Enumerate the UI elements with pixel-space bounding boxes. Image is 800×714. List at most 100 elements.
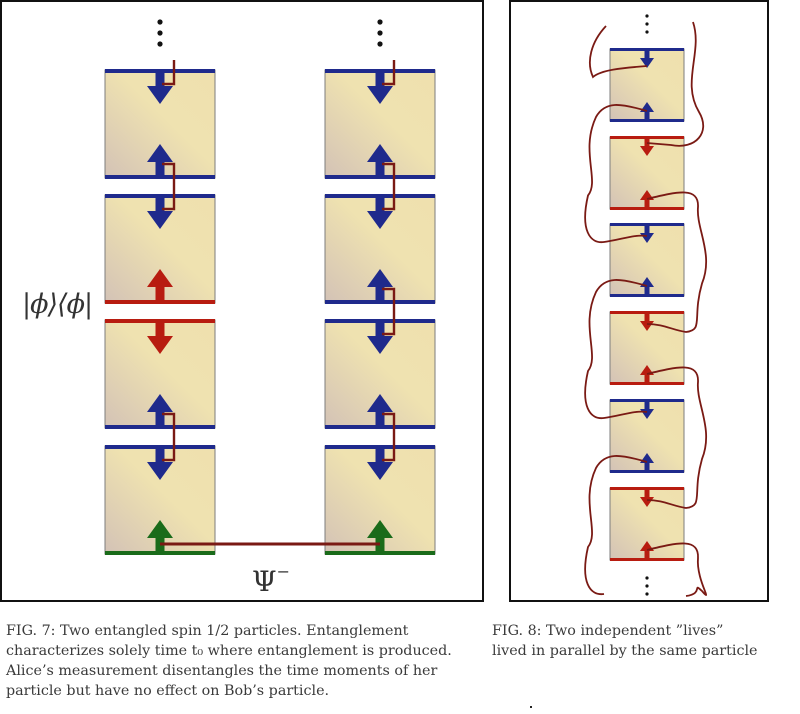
spin-up-arrow (367, 144, 393, 176)
arrow-head (640, 58, 654, 68)
caption-line: FIG. 7: Two entangled spin 1/2 particles… (6, 623, 409, 639)
arrow-stem (644, 463, 650, 471)
arrow-stem (644, 200, 650, 208)
psi-symbol: Ψ (252, 565, 277, 598)
ellipsis-dot (645, 576, 649, 580)
box-top-line (610, 223, 684, 226)
box-bottom-line (105, 300, 215, 304)
arrow-stem (644, 138, 650, 146)
spin-up-arrow (147, 269, 173, 301)
box-top-line (610, 136, 684, 139)
caption-line: Alice’s measurement disentangles the tim… (6, 663, 438, 679)
box-top-line (325, 194, 435, 198)
ellipsis-dot (377, 19, 383, 25)
entanglement-link (162, 412, 176, 462)
spin-down-arrow (147, 197, 173, 229)
box-top-line (325, 319, 435, 323)
caption-line: characterizes solely time t₀ where entan… (6, 643, 452, 659)
ellipsis-dot (645, 14, 649, 18)
spin-down-arrow (147, 72, 173, 104)
box-top-line (610, 487, 684, 490)
life-thread-right (646, 21, 705, 147)
arrow-stem (644, 375, 650, 383)
box-bottom-line (610, 207, 684, 210)
life-thread-right (646, 191, 707, 333)
box-bottom-line (610, 382, 684, 385)
arrow-stem (375, 72, 385, 86)
arrow-head (147, 394, 173, 412)
time-moment-box (104, 69, 216, 179)
ellipsis-dot (645, 592, 649, 596)
spin-down-arrow (367, 448, 393, 480)
arrow-head (147, 211, 173, 229)
box-bottom-line (610, 294, 684, 297)
arrow-stem (375, 197, 385, 211)
spin-up-arrow (367, 394, 393, 426)
life-thread-left (584, 279, 648, 419)
box-bottom-line (105, 425, 215, 429)
box-bottom-line (610, 558, 684, 561)
arrow-head (147, 462, 173, 480)
figure-7-frame: |ϕ⟩⟨ϕ| Ψ− (0, 0, 484, 602)
arrow-stem (155, 448, 165, 462)
spin-up-arrow (147, 394, 173, 426)
stray-dot (530, 706, 532, 708)
arrow-stem (155, 197, 165, 211)
figure-7-caption: FIG. 7: Two entangled spin 1/2 particles… (6, 621, 484, 701)
box-top-line (610, 48, 684, 51)
arrow-head (147, 520, 173, 538)
arrow-stem (644, 551, 650, 559)
arrow-head (640, 146, 654, 156)
ellipsis-dot (645, 584, 649, 588)
arrow-stem (155, 287, 165, 301)
ellipsis-dot (377, 41, 383, 47)
arrow-stem (644, 225, 650, 233)
caption-line: FIG. 8: Two independent ”lives” (492, 623, 724, 639)
box-top-line (105, 69, 215, 73)
spin-up-arrow (367, 269, 393, 301)
caption-line: lived in parallel by the same particle (492, 643, 758, 659)
box-bottom-line (325, 551, 435, 555)
time-moment-box (324, 194, 436, 304)
arrow-stem (644, 489, 650, 497)
psi-superscript: − (276, 562, 290, 581)
entanglement-link (382, 162, 396, 211)
entanglement-link (382, 412, 396, 462)
arrow-head (367, 520, 393, 538)
ellipsis-dots (645, 576, 649, 596)
arrow-stem (375, 322, 385, 336)
spin-down-arrow (367, 72, 393, 104)
spin-down-arrow (640, 50, 654, 68)
life-thread-right (646, 542, 708, 597)
entanglement-link (382, 60, 396, 86)
arrow-head (367, 211, 393, 229)
ellipsis-dot (645, 22, 649, 26)
arrow-stem (155, 412, 165, 426)
time-moment-box (609, 399, 685, 473)
arrow-stem (375, 412, 385, 426)
ellipsis-dot (377, 30, 383, 36)
ellipsis-dot (157, 41, 163, 47)
psi-minus-label: Ψ− (252, 562, 290, 598)
box-top-line (610, 311, 684, 314)
entanglement-link (382, 287, 396, 336)
box-top-line (105, 445, 215, 449)
projector-label: |ϕ⟩⟨ϕ| (22, 289, 93, 320)
box-bottom-line (325, 175, 435, 179)
arrow-stem (644, 50, 650, 58)
arrow-head (367, 86, 393, 104)
time-moment-box (104, 194, 216, 304)
time-moment-box (104, 445, 216, 555)
entanglement-link (162, 60, 176, 86)
spin-down-arrow (147, 322, 173, 354)
spin-down-arrow (367, 322, 393, 354)
box-top-line (325, 445, 435, 449)
arrow-stem (644, 112, 650, 120)
figure-8-caption: FIG. 8: Two independent ”lives” lived in… (492, 621, 800, 661)
figure-7-diagram (104, 19, 436, 555)
figure-8-diagram (584, 14, 708, 597)
arrow-head (147, 86, 173, 104)
arrow-head (367, 394, 393, 412)
box-top-line (105, 194, 215, 198)
box-bottom-line (610, 119, 684, 122)
